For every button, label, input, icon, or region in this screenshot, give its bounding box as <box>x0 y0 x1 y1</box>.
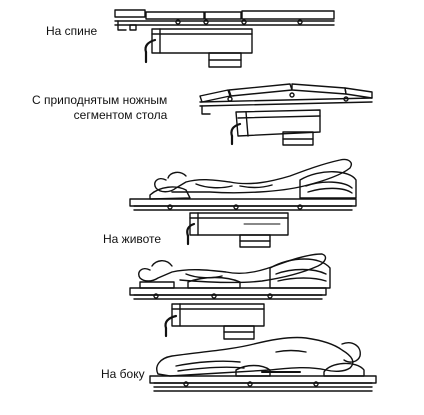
table-flat <box>114 9 335 68</box>
label-prone-line1: На животе <box>103 232 162 246</box>
patient-lateral <box>149 336 377 392</box>
label-legs-raised: С приподнятым ножным сегментом стола <box>32 93 167 123</box>
label-legs-raised-line2: сегментом стола <box>73 108 168 122</box>
table-legs-raised <box>199 83 373 146</box>
label-supine: На спине <box>46 24 97 39</box>
label-lateral-line1: На боку <box>101 367 145 381</box>
patient-prone-1 <box>129 158 357 248</box>
patient-prone-2 <box>129 253 331 340</box>
label-supine-line1: На спине <box>46 24 98 38</box>
label-legs-raised-line1: С приподнятым ножным <box>32 93 168 107</box>
label-prone: На животе <box>103 232 161 247</box>
label-lateral: На боку <box>101 367 145 382</box>
